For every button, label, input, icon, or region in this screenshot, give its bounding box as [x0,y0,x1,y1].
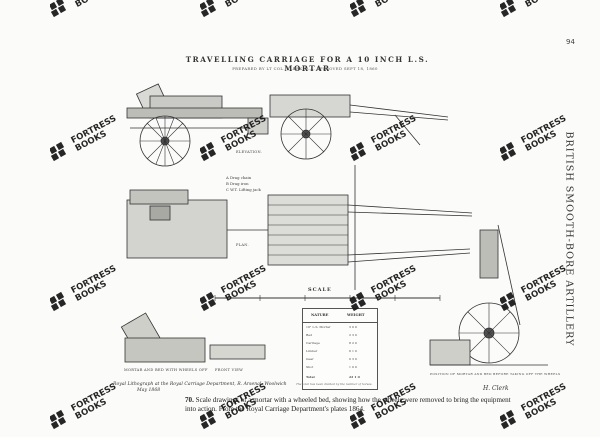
spec-table: NATURE WEIGHT 10" L.S. Mortar 3 0 0 Bed … [302,308,378,390]
page-number: 94 [566,38,575,46]
plate-title: TRAVELLING CARRIAGE FOR A 10 INCH L.S. M… [185,55,430,73]
plan-view [126,165,473,290]
table-row: Limber 6 1 0 [306,349,357,353]
signature: H. Clerk [483,385,509,392]
fortress-logo-icon [350,141,367,162]
label-scale: SCALE [308,287,332,293]
mortar-bed-view [120,312,266,363]
table-row: 10" L.S. Mortar 3 0 0 [306,325,357,329]
fortress-logo-icon [350,291,367,312]
legend-item: A Drag chain [226,175,252,180]
fortress-logo-icon [50,291,67,312]
lithograph-note: Royal Lithograph at the Royal Carriage D… [113,382,287,387]
spec-table-header: NATURE WEIGHT [303,309,377,323]
fortress-logo-icon [500,141,517,162]
fortress-logo-icon [200,0,217,18]
caption-text: Scale drawings of a mortar with a wheele… [185,396,511,414]
fortress-logo-icon [500,409,517,430]
label-front-view: FRONT VIEW [215,368,244,372]
spec-table-note: The total has been divided by the number… [296,382,373,386]
legend-item: B Drag iron [226,181,249,186]
fortress-logo-icon [350,409,367,430]
label-elevation: ELEVATION. [236,150,263,154]
elevation-limber [269,94,449,160]
fortress-logo-icon [50,409,67,430]
plate-subtitle: PREPARED BY LT COL. CLERK, R.A. APPROVED… [232,66,378,71]
scale-bar [214,295,441,301]
caption-number: 70. [185,396,194,404]
table-row: Gear 0 3 0 [306,357,357,361]
fortress-logo-icon [50,0,67,18]
fortress-logo-icon [200,291,217,312]
label-plan: PLAN. [236,243,249,247]
spec-header-weight: WEIGHT [347,313,365,317]
label-mortar-wheels-off: MORTAR AND BED WITH WHEELS OFF [124,368,208,372]
table-row: Bed 2 3 0 [306,333,357,337]
legend-item: C W.T. Lifting jack [226,187,261,192]
fortress-logo-icon [500,291,517,312]
table-row: Shot 1 0 0 [306,365,357,369]
lithograph-date: May 1868 [137,388,161,393]
fortress-logo-icon [500,0,517,18]
fortress-logo-icon [50,141,67,162]
spec-header-nature: NATURE [311,313,329,317]
fortress-logo-icon [350,0,367,18]
fortress-logo-icon [200,141,217,162]
table-row: Carriage 8 2 0 [306,341,357,345]
front-view [429,224,548,366]
figure-caption: 70. Scale drawings of a mortar with a wh… [185,396,515,415]
table-row: Total 22 1 0 [306,375,360,379]
label-front-of-carriage: POSITION OF MORTAR AND BED BEFORE TAKING… [430,372,561,376]
elevation-carriage [126,83,269,167]
fortress-logo-icon [200,409,217,430]
